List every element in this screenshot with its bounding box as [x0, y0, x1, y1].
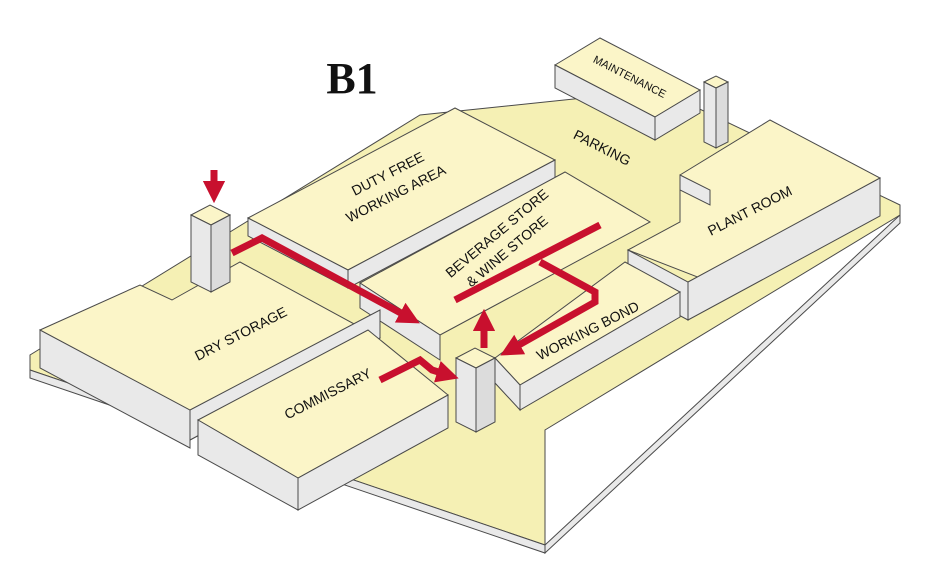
route-arrows: [202, 170, 602, 384]
route-arrow-to-working-bond: [500, 258, 599, 356]
room-plant-room: PLANT ROOM: [626, 119, 882, 321]
route-arrow-to-beverage: [230, 234, 420, 324]
route-arrow-beverage-out: [453, 221, 602, 304]
room-maintenance: MAINTENANCE: [553, 37, 702, 141]
elevator-shaft-left: [189, 204, 232, 293]
elevator-shaft-center: [454, 347, 497, 433]
route-arrow-to-center-shaft: [378, 355, 459, 384]
room-commissary: COMMISSARY: [196, 329, 449, 511]
elevator-shaft-parking: [702, 75, 730, 149]
room-duty-free-working-area: DUTY FREE WORKING AREA: [246, 107, 557, 289]
floor-title: B1: [326, 54, 377, 103]
